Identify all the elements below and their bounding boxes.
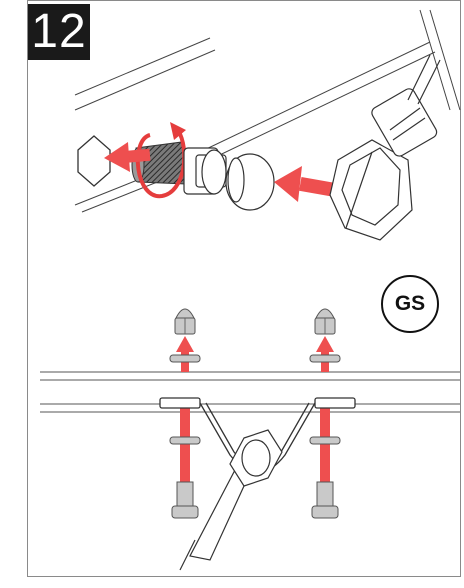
hex-nut-icon [77, 135, 111, 187]
gs-mark-badge: GS [381, 275, 439, 333]
regulator-valve-icon [329, 54, 441, 241]
washer-icon [169, 354, 201, 363]
cap-nut-icon [174, 308, 196, 335]
cap-nut-icon [314, 308, 336, 335]
fastener-right [309, 308, 341, 519]
fitting-body [183, 147, 227, 195]
mounting-rail [40, 371, 460, 413]
arrow-left-top [104, 142, 151, 172]
diagram-frame [27, 0, 461, 577]
step-number-badge: 12 [28, 4, 90, 60]
bolt-icon [311, 481, 339, 519]
washer-icon [309, 354, 341, 363]
arrow-left-middle [274, 166, 337, 202]
gas-pipe [179, 429, 283, 571]
bolt-icon [171, 481, 199, 519]
fastener-left [169, 308, 201, 519]
compression-nut-icon [225, 153, 275, 211]
